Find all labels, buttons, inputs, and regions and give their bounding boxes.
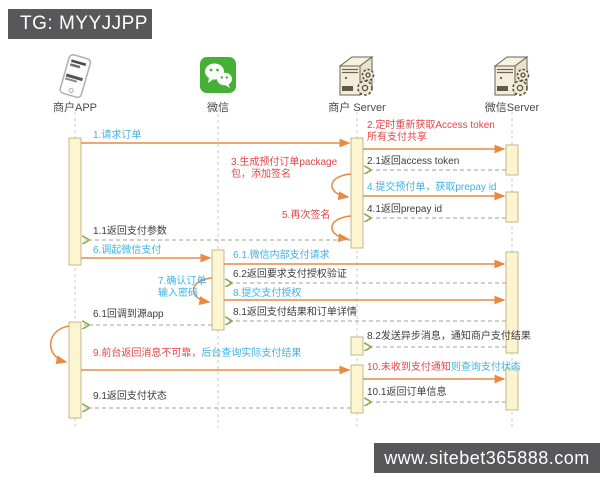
message-label-m10-1: 10.1返回订单信息 bbox=[367, 387, 447, 398]
activation-merchant-app-2 bbox=[68, 321, 82, 419]
message-label-m1: 1.请求订单 bbox=[93, 130, 142, 141]
actor-label-merchant-app: 商户APP bbox=[52, 102, 97, 114]
message-label-m2: 2.定时重新获取Access token 所有支付共享 bbox=[367, 120, 495, 144]
activation-bars bbox=[68, 137, 519, 419]
message-label-m7: 7.确认订单 输入密码 bbox=[158, 276, 206, 300]
message-label-m6-2: 6.2返回要求支付授权验证 bbox=[233, 269, 347, 280]
actor-label-wechat: 微信 bbox=[207, 102, 229, 114]
activation-merchant-server-1 bbox=[350, 137, 364, 249]
message-label-m6-1b: 6.1回调到源app bbox=[93, 309, 164, 320]
server-icon bbox=[338, 56, 375, 96]
smartphone-icon bbox=[59, 53, 92, 99]
bottom-watermark-banner: www.sitebet365888.com bbox=[374, 443, 600, 473]
message-label-m1-1: 1.1返回支付参数 bbox=[93, 226, 167, 237]
wechat-icon bbox=[200, 57, 236, 93]
message-label-m4: 4.提交预付单，获取prepay id bbox=[367, 182, 497, 193]
loop-confirm-order bbox=[192, 277, 213, 306]
message-label-m3-line2: 包，添加签名 bbox=[231, 169, 291, 180]
actor-label-wechat-server: 微信Server bbox=[484, 102, 540, 114]
message-label-m10-blue: 则查询支付状态 bbox=[450, 362, 521, 373]
self-call-loops bbox=[49, 173, 352, 365]
message-label-m9: 9.前台返回消息不可靠，后台查询实际支付结果 bbox=[93, 348, 301, 360]
message-label-m9-blue: 后台查询实际支付结果 bbox=[201, 348, 302, 359]
message-label-m9-1: 9.1返回支付状态 bbox=[93, 391, 167, 402]
message-label-m8: 8.提交支付授权 bbox=[233, 288, 302, 299]
activation-merchant-server-2 bbox=[350, 336, 364, 356]
return-arrows bbox=[84, 170, 506, 408]
message-label-m2-1: 2.1返回access token bbox=[367, 156, 460, 167]
server-icon bbox=[493, 56, 530, 96]
loop-generate-package bbox=[331, 173, 352, 201]
message-label-m3: 3.生成预付订单package 包，添加签名 bbox=[231, 157, 337, 181]
message-label-m3-line1: 3.生成预付订单package bbox=[231, 157, 338, 168]
top-watermark-text: TG: MYYJJPP bbox=[20, 13, 148, 34]
message-label-m7-line1: 7.确认订单 bbox=[158, 276, 207, 287]
message-label-m6: 6.调起微信支付 bbox=[93, 245, 162, 256]
loop-frontend-unreliable bbox=[49, 325, 70, 365]
activation-wechat-server-4 bbox=[505, 367, 519, 411]
activation-wechat-server-3 bbox=[505, 251, 519, 354]
activation-wechat bbox=[211, 249, 225, 331]
activation-merchant-app-1 bbox=[68, 137, 82, 266]
bottom-watermark-text: www.sitebet365888.com bbox=[384, 447, 590, 468]
activation-wechat-server-1 bbox=[505, 144, 519, 176]
message-label-m8-2: 8.2发送异步消息，通知商户支付结果 bbox=[367, 331, 531, 342]
message-label-m4-1: 4.1返回prepay id bbox=[367, 204, 443, 215]
request-arrows bbox=[81, 138, 506, 384]
message-label-m6-1: 6.1.微信内部支付请求 bbox=[233, 250, 330, 261]
message-label-m9-red: 9.前台返回消息不可靠， bbox=[93, 348, 202, 359]
message-label-m8-1: 8.1返回支付结果和订单详情 bbox=[233, 307, 357, 318]
message-label-m10-red: 10.未收到支付通知 bbox=[367, 362, 451, 373]
activation-wechat-server-2 bbox=[505, 191, 519, 223]
loop-sign-again bbox=[331, 215, 352, 243]
message-label-m10: 10.未收到支付通知则查询支付状态 bbox=[367, 362, 521, 374]
message-label-m2-line1: 2.定时重新获取Access token bbox=[367, 120, 495, 131]
activation-merchant-server-3 bbox=[350, 364, 364, 414]
actor-label-merchant-server: 商户 Server bbox=[328, 102, 386, 114]
top-watermark-banner: TG: MYYJJPP bbox=[8, 9, 152, 39]
message-label-m2-line2: 所有支付共享 bbox=[367, 132, 427, 143]
message-label-m5: 5.再次签名 bbox=[282, 210, 331, 221]
message-label-m7-line2: 输入密码 bbox=[158, 288, 198, 299]
